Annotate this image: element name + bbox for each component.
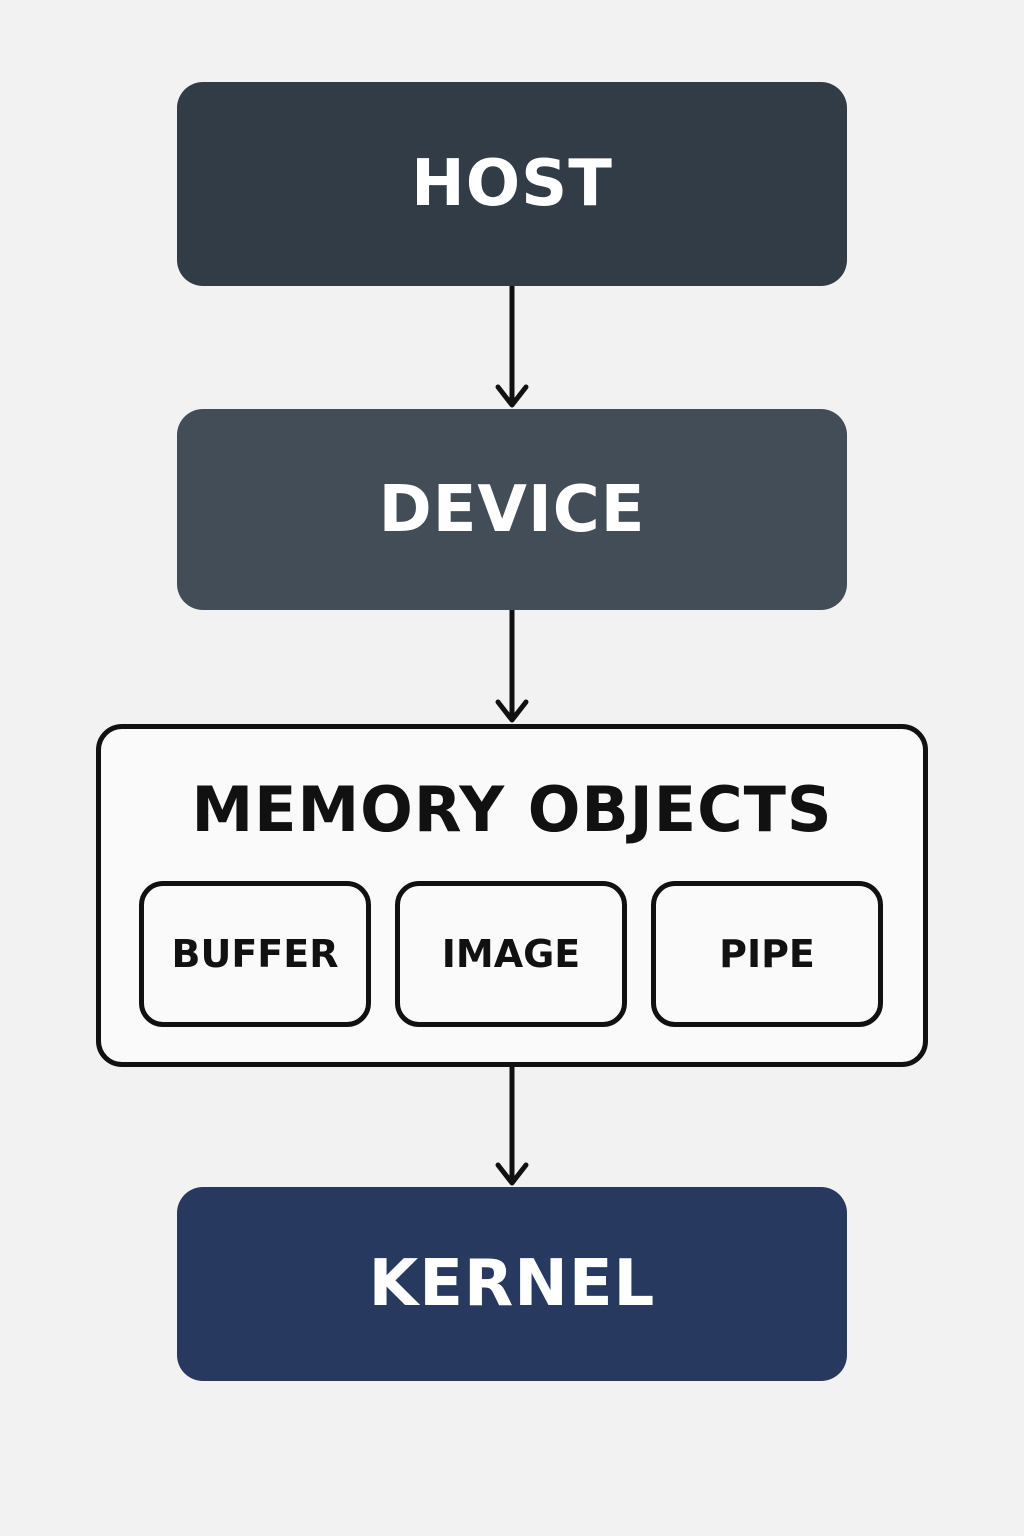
arrowhead-device-to-memory_objects (495, 699, 529, 723)
host-node: HOST (177, 82, 847, 286)
image-node: IMAGE (395, 881, 627, 1027)
memory-objects-group: MEMORY OBJECTS BUFFER IMAGE PIPE (96, 724, 928, 1067)
arrowhead-memory_objects-to-kernel (495, 1162, 529, 1186)
memory-objects-title: MEMORY OBJECTS (191, 773, 833, 846)
buffer-node: BUFFER (139, 881, 371, 1027)
pipe-node: PIPE (651, 881, 883, 1027)
device-node: DEVICE (177, 409, 847, 610)
arrowhead-host-to-device (495, 384, 529, 408)
kernel-node: KERNEL (177, 1187, 847, 1381)
